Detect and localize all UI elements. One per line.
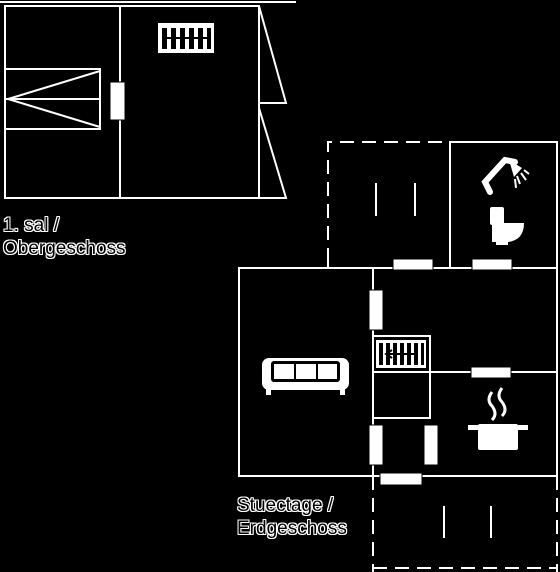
toilet-icon	[490, 207, 524, 245]
staircase-icon	[376, 340, 426, 368]
ground-floor-label-line2: Erdgeschoss	[237, 518, 347, 539]
annex-top-dashed-wall	[327, 141, 450, 262]
shower-icon	[481, 156, 530, 195]
upper-outer-wall	[4, 5, 260, 199]
ground-floor-label: Stuectage / Erdgeschoss	[237, 494, 347, 540]
bathroom-door	[392, 258, 434, 271]
ground-floor	[238, 141, 558, 572]
upper-door	[109, 81, 126, 121]
upper-floor-label: 1. sal / Obergeschoss	[3, 214, 126, 260]
entrance-door	[379, 472, 423, 486]
staircase-icon	[158, 23, 214, 53]
stair-hall	[372, 335, 431, 419]
kitchen-door	[470, 366, 512, 379]
upper-floor	[0, 1, 296, 199]
hall-door	[471, 258, 513, 271]
stair-door-left	[368, 424, 384, 466]
upper-floor-label-line2: Obergeschoss	[3, 238, 126, 259]
sofa-icon	[262, 358, 349, 395]
upper-dormer-top	[258, 5, 288, 104]
upper-roof-slope-lines	[4, 70, 101, 128]
stair-door-right	[423, 424, 439, 466]
upper-floor-label-line1: 1. sal /	[3, 215, 59, 236]
living-room-door	[368, 289, 384, 331]
ground-floor-label-line1: Stuectage /	[237, 495, 334, 516]
upper-dormer-bottom	[258, 107, 288, 199]
cooking-pot-icon	[468, 387, 528, 450]
